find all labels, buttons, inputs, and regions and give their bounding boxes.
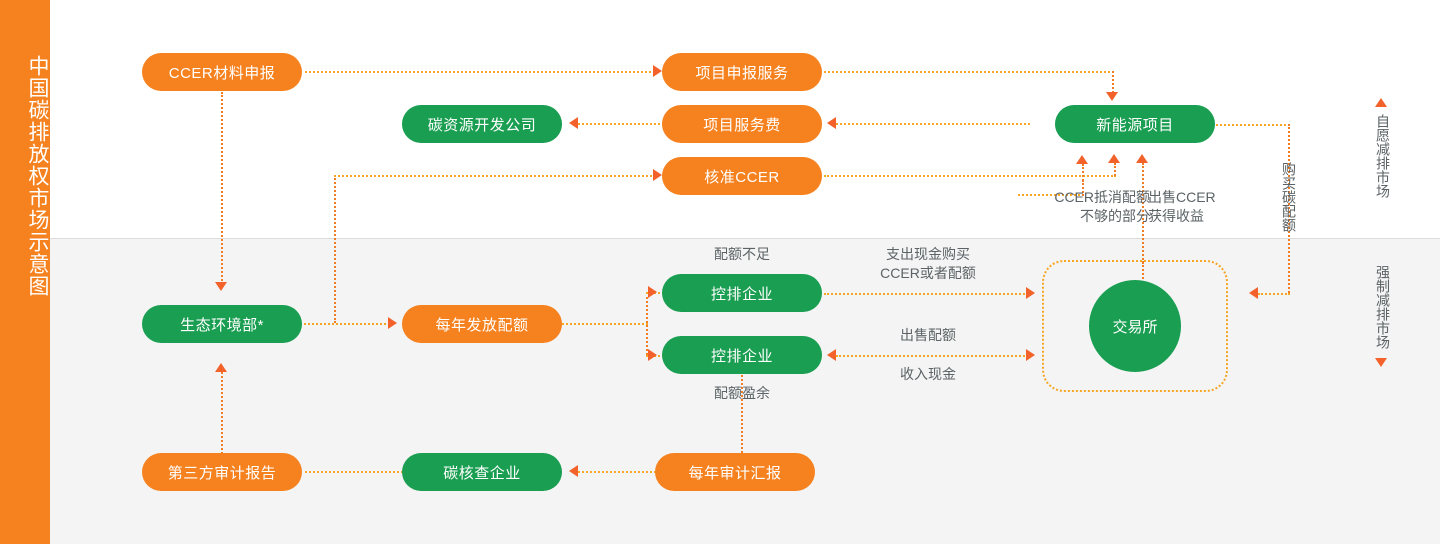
edge-to-approved-ccer — [334, 175, 656, 177]
edge-service-fee-to-company — [578, 123, 660, 125]
arrowhead-approved-ccer — [653, 169, 662, 181]
edge-buy-quota-left — [1258, 293, 1290, 295]
edge-declare-service-down — [1112, 71, 1114, 93]
caption-receive-cash: 收入现金 — [900, 366, 956, 382]
arrowhead-carbon-verification — [569, 465, 578, 477]
edge-mee-to-quota — [304, 323, 390, 325]
node-project-service-fee[interactable]: 项目服务费 — [662, 105, 822, 143]
arrowhead-sell-ccer — [1136, 154, 1148, 163]
diagram-title: 中国碳排放权市场示意图 — [26, 55, 49, 297]
edge-enterprise2-exchange — [836, 355, 1032, 357]
arrowhead-ccer-offset — [1076, 155, 1088, 164]
edge-quota-branch-upper — [646, 292, 668, 294]
arrowhead-new-energy-left — [1108, 154, 1120, 163]
edge-quota-branch-vertical — [646, 292, 648, 355]
legend-voluntary-market: 自愿减排市场 — [1375, 114, 1391, 198]
arrowhead-carbon-resource-company — [569, 117, 578, 129]
edge-new-energy-to-service-fee — [836, 123, 1030, 125]
arrowhead-mee-bottom — [215, 363, 227, 372]
edge-quota-branch-lower — [646, 355, 668, 357]
arrowhead-annual-quota — [388, 317, 397, 329]
arrowhead-controlled-enterprise-1 — [648, 286, 657, 298]
edge-buy-quota-down — [1288, 124, 1290, 293]
caption-buy-carbon-quota: 购买碳配额 — [1281, 162, 1297, 232]
node-approved-ccer[interactable]: 核准CCER — [662, 157, 822, 195]
arrowhead-mee-top — [215, 282, 227, 291]
arrowhead-declare-service — [653, 65, 662, 77]
legend-mandatory-market: 强制减排市场 — [1375, 265, 1391, 349]
edge-report-up-to-mee — [221, 372, 223, 454]
arrow-down-icon — [1375, 358, 1387, 367]
edge-audit-to-verification — [578, 471, 656, 473]
node-controlled-enterprise-1[interactable]: 控排企业 — [662, 274, 822, 312]
arrowhead-service-fee — [827, 117, 836, 129]
arrowhead-exchange-sell — [1026, 349, 1035, 361]
node-ccer-material[interactable]: CCER材料申报 — [142, 53, 302, 91]
node-third-party-audit-report[interactable]: 第三方审计报告 — [142, 453, 302, 491]
arrowhead-exchange-buy-quota — [1249, 287, 1258, 299]
node-project-declare-service[interactable]: 项目申报服务 — [662, 53, 822, 91]
exchange-container — [1042, 260, 1228, 392]
node-exchange[interactable]: 交易所 — [1089, 280, 1181, 372]
node-annual-quota[interactable]: 每年发放配额 — [402, 305, 562, 343]
caption-quota-shortage: 配额不足 — [714, 246, 770, 262]
edge-ccer-offset-horizontal — [1018, 194, 1084, 196]
edge-enterprise1-to-exchange — [824, 293, 1032, 295]
edge-surplus-down — [741, 375, 743, 453]
node-annual-audit-report[interactable]: 每年审计汇报 — [655, 453, 815, 491]
edge-mee-up — [334, 175, 336, 323]
caption-sell-ccer: 出售CCER 获得收益 — [1148, 189, 1216, 224]
arrowhead-enterprise2-cash — [827, 349, 836, 361]
caption-quota-surplus: 配额盈余 — [714, 385, 770, 401]
edge-verification-to-report — [305, 471, 403, 473]
caption-ccer-offset: CCER抵消配额 不够的部分 — [1054, 189, 1150, 224]
market-divider — [50, 238, 1440, 239]
caption-sell-quota: 出售配额 — [900, 327, 956, 343]
title-rail: 中国碳排放权市场示意图 — [0, 0, 50, 544]
edge-new-energy-right — [1216, 124, 1290, 126]
arrowhead-controlled-enterprise-2 — [648, 349, 657, 361]
edge-ccer-to-declare-service — [305, 71, 655, 73]
node-controlled-enterprise-2[interactable]: 控排企业 — [662, 336, 822, 374]
edge-approved-ccer-right — [824, 175, 1116, 177]
node-mee[interactable]: 生态环境部* — [142, 305, 302, 343]
arrowhead-new-energy-top — [1106, 92, 1118, 101]
edge-quota-trunk — [562, 323, 648, 325]
node-carbon-resource-company[interactable]: 碳资源开发公司 — [402, 105, 562, 143]
node-new-energy-project[interactable]: 新能源项目 — [1055, 105, 1215, 143]
edge-sell-ccer-upper — [1142, 163, 1144, 263]
arrow-up-icon — [1375, 98, 1387, 107]
arrowhead-exchange-buy — [1026, 287, 1035, 299]
edge-ccer-offset-stem — [1082, 164, 1084, 196]
edge-approved-ccer-up — [1114, 163, 1116, 176]
caption-pay-cash-buy: 支出现金购买 CCER或者配额 — [880, 246, 976, 281]
edge-declare-service-right — [824, 71, 1114, 73]
node-carbon-verification-company[interactable]: 碳核查企业 — [402, 453, 562, 491]
edge-ccer-down-to-mee — [221, 92, 223, 284]
